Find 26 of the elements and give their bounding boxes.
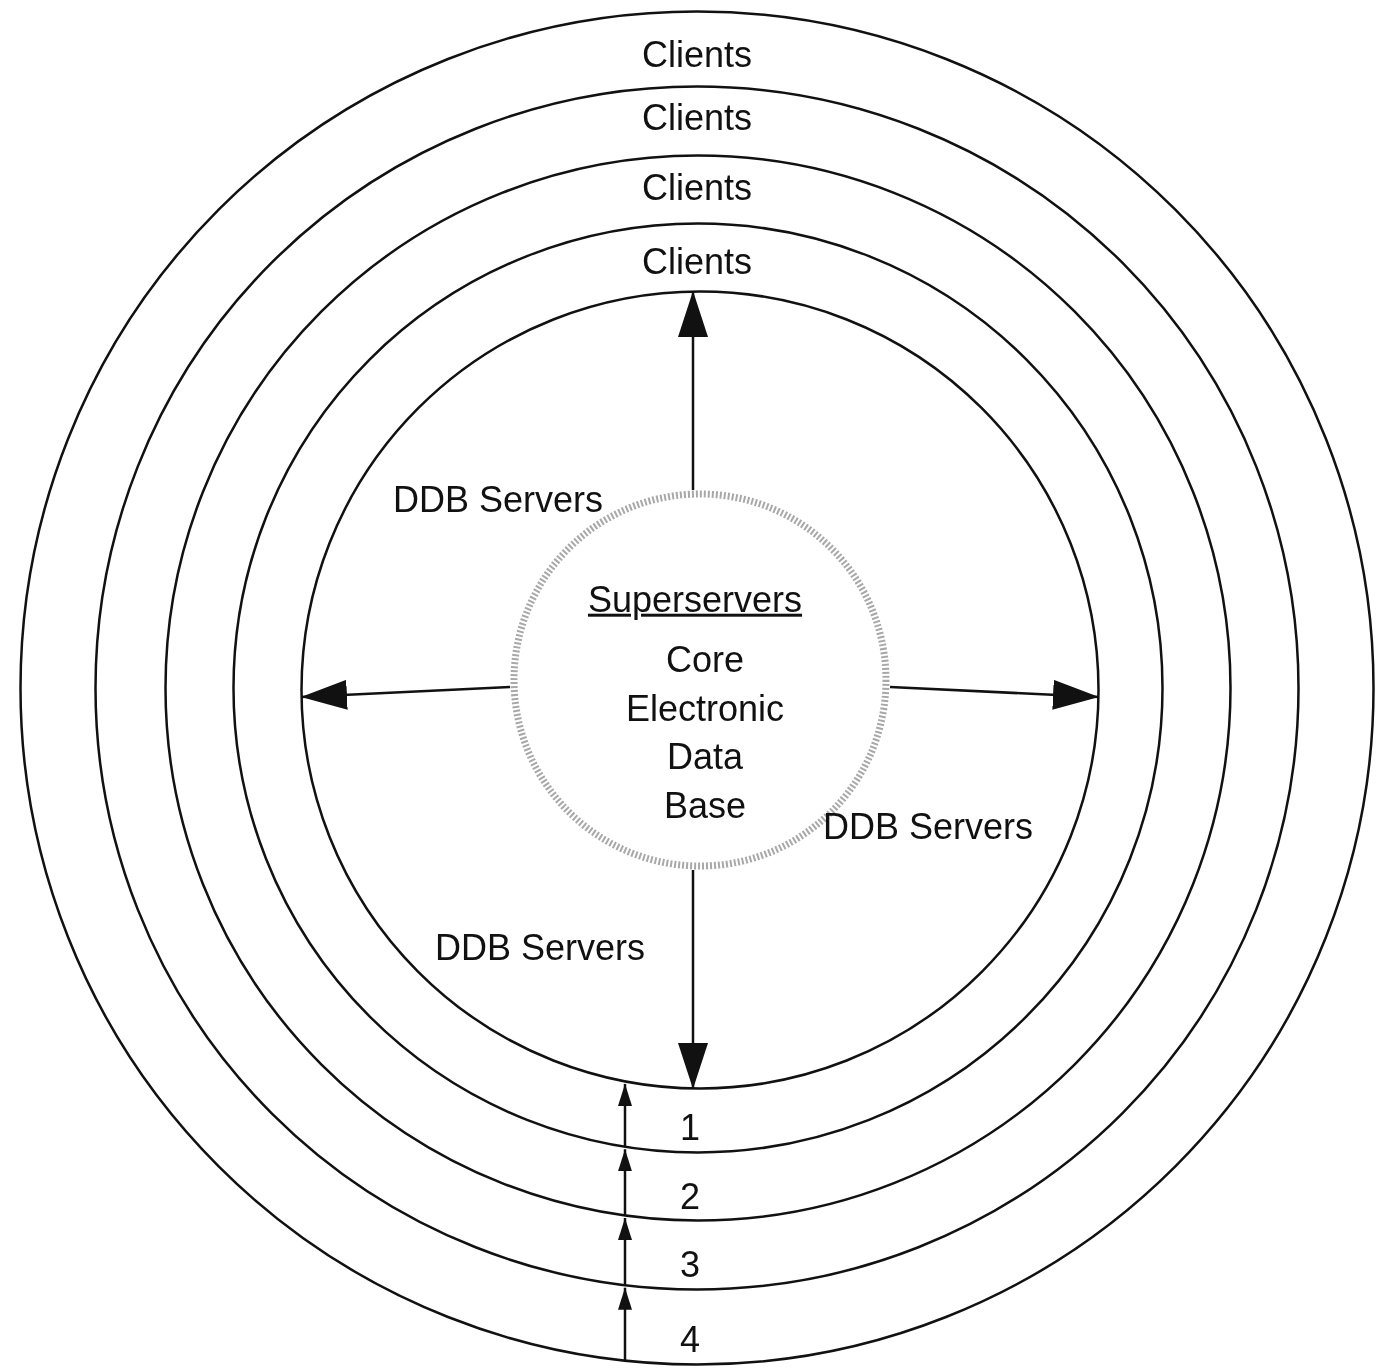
arrow xyxy=(678,870,708,1089)
arrow xyxy=(300,679,511,710)
server-circle xyxy=(300,290,1100,1090)
callout-number: 1 xyxy=(680,1105,700,1150)
ring-circle xyxy=(94,85,1300,1291)
ring-circle xyxy=(164,154,1232,1222)
ring-label: Clients xyxy=(642,239,752,284)
arrow xyxy=(889,679,1100,710)
heading: Superservers xyxy=(587,577,803,622)
arrow xyxy=(618,1083,632,1148)
server-label: DDB Servers xyxy=(823,804,1033,849)
arrow xyxy=(618,1218,632,1286)
core-label: Core Electronic Data Base xyxy=(625,637,785,828)
ring-circle xyxy=(232,222,1164,1154)
callout-number: 2 xyxy=(680,1174,700,1219)
ring-label: Clients xyxy=(642,165,752,210)
arrow xyxy=(678,291,708,490)
ring-circle xyxy=(19,10,1375,1366)
server-label: DDB Servers xyxy=(393,477,603,522)
server-label: DDB Servers xyxy=(435,925,645,970)
callout-number: 3 xyxy=(680,1242,700,1287)
ring-label: Clients xyxy=(642,95,752,140)
callout-number: 4 xyxy=(680,1317,700,1362)
arrow xyxy=(618,1149,632,1216)
ring-label: Clients xyxy=(642,32,752,77)
arrow xyxy=(618,1287,632,1362)
